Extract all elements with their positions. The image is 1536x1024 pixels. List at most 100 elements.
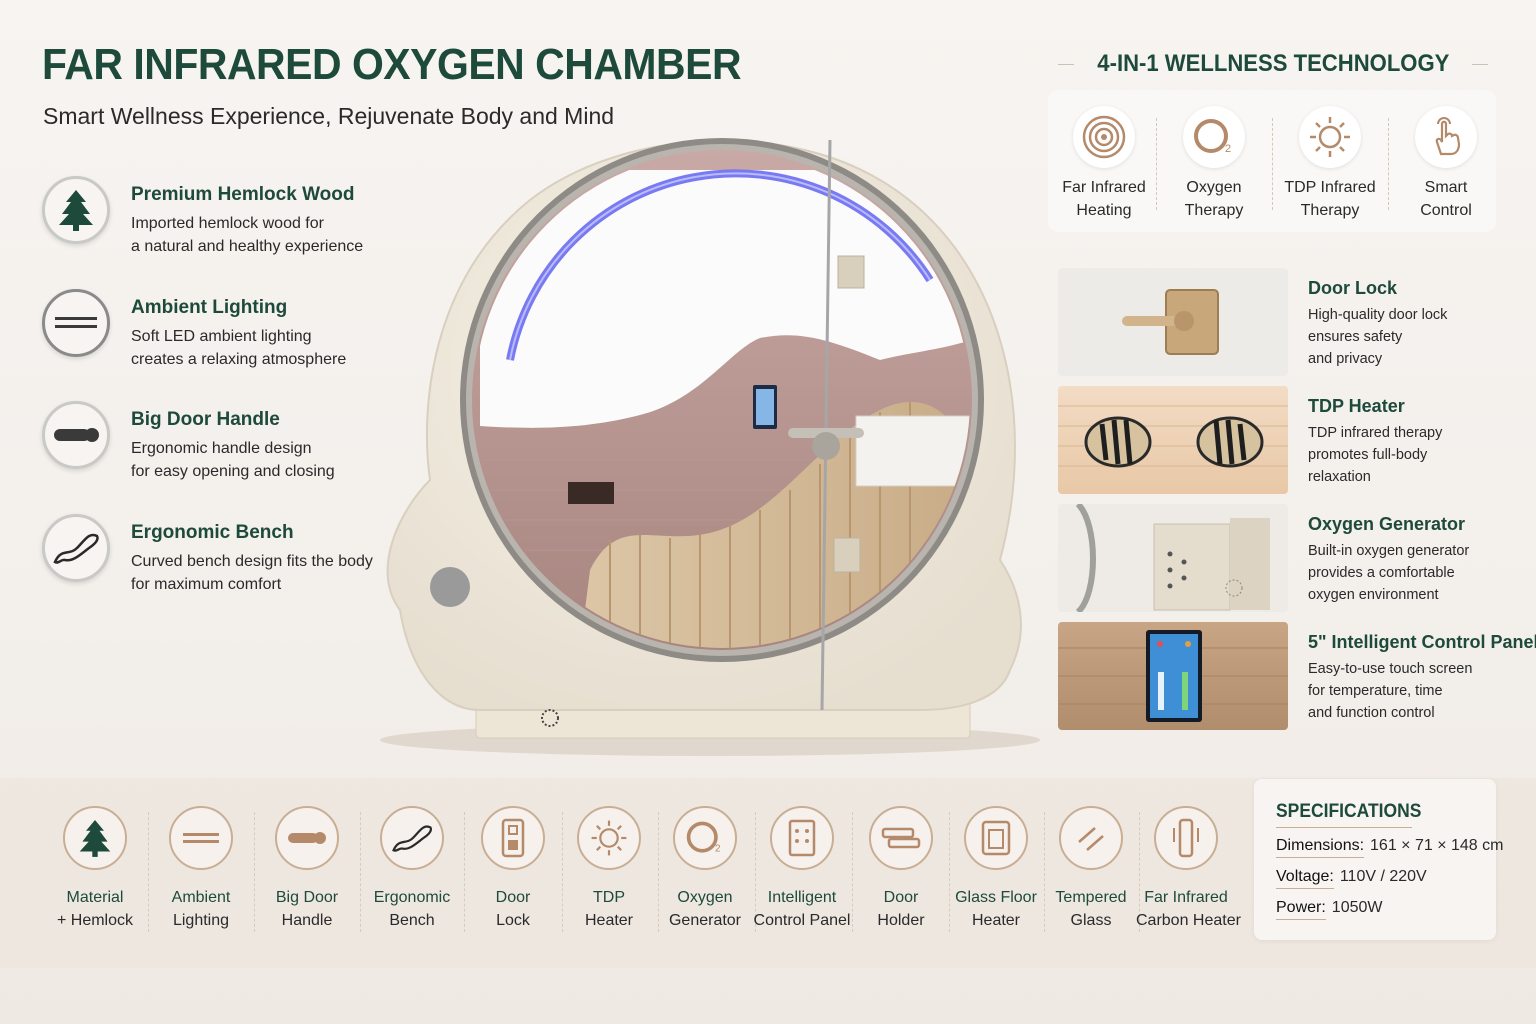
divider (658, 812, 659, 932)
feature-title: Ergonomic Bench (131, 522, 294, 543)
feature-ergonomic-bench: Ergonomic Bench Curved bench design fits… (42, 514, 402, 594)
oxygen-generator-photo (1058, 504, 1288, 612)
divider (360, 812, 361, 932)
feature-hemlock-wood: Premium Hemlock Wood Imported hemlock wo… (42, 176, 402, 256)
door-holder-icon (869, 806, 933, 870)
sun-icon (1299, 106, 1361, 168)
feature-title: Ambient Lighting (131, 297, 288, 318)
specs-title: SPECIFICATIONS (1276, 801, 1422, 822)
divider (1139, 812, 1140, 932)
divider (1058, 63, 1074, 65)
page-title: FAR INFRARED OXYGEN CHAMBER (42, 40, 742, 89)
specifications-box: SPECIFICATIONS Dimensions:161 × 71 × 148… (1254, 779, 1503, 940)
divider (1472, 63, 1488, 65)
detail-title: Oxygen Generator (1308, 514, 1466, 534)
detail-title: 5" Intelligent Control Panel (1308, 632, 1536, 652)
spec-dimensions: Dimensions:161 × 71 × 148 cm (1276, 837, 1503, 858)
divider (254, 812, 255, 932)
divider (1272, 118, 1273, 210)
svg-text:2: 2 (1225, 143, 1231, 155)
feature-title: Premium Hemlock Wood (131, 184, 355, 205)
infrared-rings-icon (1073, 106, 1135, 168)
divider (1156, 118, 1157, 210)
divider (852, 812, 853, 932)
carbon-heater-icon (1154, 806, 1218, 870)
divider (1388, 118, 1389, 210)
feature-title: Big Door Handle (131, 409, 280, 430)
tree-icon (42, 176, 110, 244)
door-lock-photo (1058, 268, 1288, 376)
divider (562, 812, 563, 932)
glass-heater-icon (964, 806, 1028, 870)
detail-title: TDP Heater (1308, 396, 1405, 416)
detail-oxygen-generator: Oxygen Generator Built-in oxygen generat… (1058, 504, 1496, 612)
bench-curve-icon (380, 806, 444, 870)
spec-voltage: Voltage:110V / 220V (1276, 868, 1427, 889)
light-bar-icon (169, 806, 233, 870)
divider (949, 812, 950, 932)
panel-icon (770, 806, 834, 870)
detail-control-panel: 5" Intelligent Control Panel Easy-to-use… (1058, 622, 1536, 730)
touch-hand-icon (1415, 106, 1477, 168)
bottom-item-label: Material+ Hemlock (56, 889, 134, 929)
light-bar-icon (42, 289, 110, 357)
lock-icon (481, 806, 545, 870)
divider (755, 812, 756, 932)
tdp-heater-photo (1058, 386, 1288, 494)
divider (148, 812, 149, 932)
detail-title: Door Lock (1308, 278, 1398, 298)
sun-icon (577, 806, 641, 870)
tech-heading: 4-IN-1 WELLNESS TECHNOLOGY (1050, 48, 1496, 80)
spec-power: Power:1050W (1276, 899, 1383, 920)
tree-icon (63, 806, 127, 870)
divider (1044, 812, 1045, 932)
handle-icon (42, 401, 110, 469)
feature-ambient-lighting: Ambient Lighting Soft LED ambient lighti… (42, 289, 402, 369)
o2-icon: 2 (673, 806, 737, 870)
glass-pane-icon (1059, 806, 1123, 870)
bottom-item-material: Material+ Hemlock (45, 806, 145, 932)
divider (464, 812, 465, 932)
control-panel-photo (1058, 622, 1288, 730)
divider (1276, 827, 1412, 828)
tech-heading-text: 4-IN-1 WELLNESS TECHNOLOGY (1096, 50, 1450, 77)
o2-icon: 2 (1183, 106, 1245, 168)
